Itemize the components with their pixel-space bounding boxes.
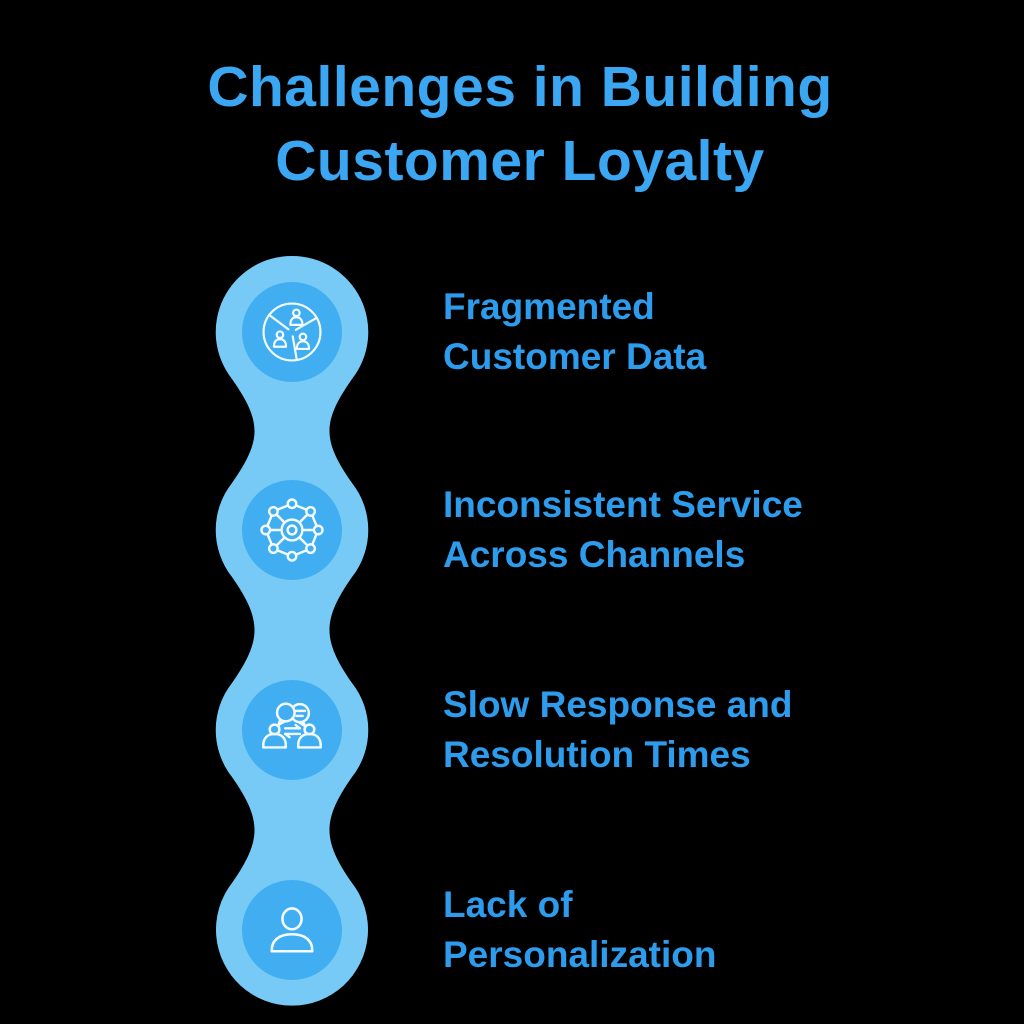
challenge-label-2: Inconsistent Service Across Channels	[443, 484, 803, 575]
single-user-icon	[270, 907, 314, 953]
challenge-label-4: Lack of Personalization	[443, 884, 717, 975]
challenge-item-3: Slow Response and Resolution Times	[216, 675, 956, 785]
conversation-exchange-icon	[262, 702, 322, 749]
challenge-item-1: Fragmented Customer Data	[216, 277, 956, 387]
challenge-item-4: Lack of Personalization	[216, 875, 956, 985]
challenge-label-1: Fragmented Customer Data	[443, 286, 707, 377]
fragmented-customer-data-icon	[262, 302, 322, 362]
blob-chain-outline	[215, 255, 369, 1006]
omnichannel-network-icon	[260, 498, 324, 562]
inner-circle-3	[242, 680, 342, 780]
inner-circle-1	[242, 282, 342, 382]
page-title: Challenges in Building Customer Loyalty	[207, 55, 833, 193]
challenge-item-2: Inconsistent Service Across Channels	[216, 475, 956, 585]
challenge-label-3: Slow Response and Resolution Times	[443, 684, 793, 775]
